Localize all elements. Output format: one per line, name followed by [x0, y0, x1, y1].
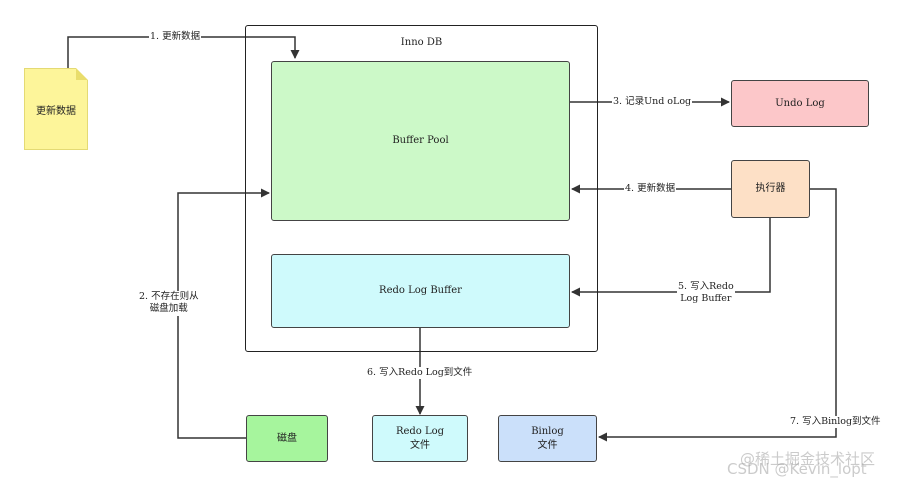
watermark-juejin: @稀土掘金技术社区 — [740, 450, 876, 468]
innodb-title: Inno DB — [400, 37, 443, 48]
binlog-file-label-line2: 文件 — [537, 439, 558, 451]
edge-step1-label: 1. 更新数据 — [149, 31, 202, 44]
edge-step5-label: 5. 写入Redo Log Buffer — [677, 281, 735, 306]
binlog-file-box: Binlog 文件 — [498, 415, 597, 462]
edge-step5 — [571, 218, 771, 297]
redo-log-file-label-line2: 文件 — [410, 439, 430, 451]
redo-log-buffer-box: Redo Log Buffer — [271, 254, 570, 328]
edge-step2-label: 2. 不存在则从 磁盘加载 — [138, 291, 200, 316]
buffer-pool-label: Buffer Pool — [392, 135, 449, 147]
innodb-container: Inno DB — [245, 25, 598, 352]
disk-box: 磁盘 — [246, 415, 328, 462]
redo-log-buffer-label: Redo Log Buffer — [379, 285, 462, 297]
edge-step5-label-line1: 5. 写入Redo — [678, 281, 734, 292]
disk-label: 磁盘 — [277, 432, 297, 444]
watermark-csdn: CSDN @Kevin_lopt — [727, 460, 867, 478]
edge-step3-label: 3. 记录Und oLog — [612, 96, 693, 109]
buffer-pool-box: Buffer Pool — [271, 61, 570, 221]
executor-box: 执行器 — [731, 160, 810, 218]
edge-step2-label-line1: 2. 不存在则从 — [139, 291, 199, 302]
executor-label: 执行器 — [755, 183, 786, 195]
edge-step7 — [598, 188, 837, 442]
edge-step6-label: 6. 写入Redo Log到文件 — [366, 367, 474, 380]
undo-log-box: Undo Log — [731, 80, 869, 127]
edge-step5-label-line2: Log Buffer — [680, 293, 732, 305]
edge-step7-label: 7. 写入Binlog到文件 — [789, 416, 882, 429]
edge-step2-label-line2: 磁盘加载 — [149, 303, 188, 315]
update-data-note: 更新数据 — [24, 68, 88, 150]
note-fold-corner — [76, 68, 88, 80]
edge-step4-label: 4. 更新数据 — [624, 183, 677, 196]
undo-log-label: Undo Log — [775, 97, 825, 109]
redo-log-file-label-line1: Redo Log — [395, 426, 445, 437]
binlog-file-label-line1: Binlog — [531, 426, 564, 437]
redo-log-file-box: Redo Log 文件 — [372, 415, 468, 462]
update-data-note-label: 更新数据 — [36, 105, 76, 117]
